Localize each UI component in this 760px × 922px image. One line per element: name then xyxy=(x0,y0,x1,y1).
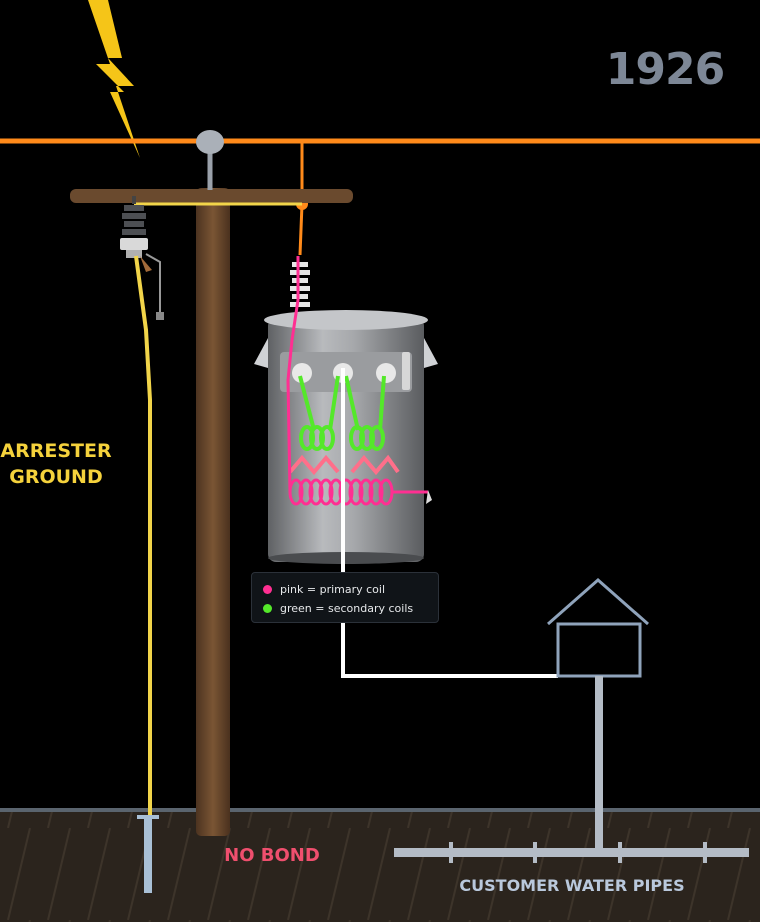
secondary-coil xyxy=(298,375,386,451)
transformer xyxy=(254,256,438,564)
pink-dot-icon xyxy=(263,584,272,594)
water-pipes-label: CUSTOMER WATER PIPES xyxy=(459,876,685,895)
insulator-icon xyxy=(290,262,310,307)
arrester-label-line2: GROUND xyxy=(9,466,103,488)
legend-row-secondary: green = secondary coils xyxy=(263,600,413,616)
no-bond-label: NO BOND xyxy=(224,845,320,866)
core-flux-zigzag xyxy=(288,454,400,476)
lightning-arrester xyxy=(120,196,164,320)
insulator-icon xyxy=(196,130,224,154)
earth-ground xyxy=(0,808,760,922)
legend-secondary-text: green = secondary coils xyxy=(280,601,414,615)
house-icon xyxy=(547,578,649,678)
arrester-ground-wire xyxy=(134,255,152,815)
customer-water-pipes xyxy=(394,676,749,863)
neutral-service-wire xyxy=(341,368,558,678)
legend-row-primary: pink = primary coil xyxy=(263,581,385,597)
year-label: 1926 xyxy=(605,44,725,95)
primary-coil xyxy=(286,256,428,506)
green-dot-icon xyxy=(263,603,272,613)
ground-rod-icon xyxy=(137,815,159,893)
legend-primary-text: pink = primary coil xyxy=(280,582,386,596)
utility-pole xyxy=(70,130,353,836)
lightning-icon xyxy=(88,0,140,158)
arrester-label-line1: ARRESTER xyxy=(0,440,112,462)
arrester-ground-label: ARRESTER GROUND xyxy=(0,438,112,490)
coil-legend: pink = primary coil green = secondary co… xyxy=(251,572,439,623)
